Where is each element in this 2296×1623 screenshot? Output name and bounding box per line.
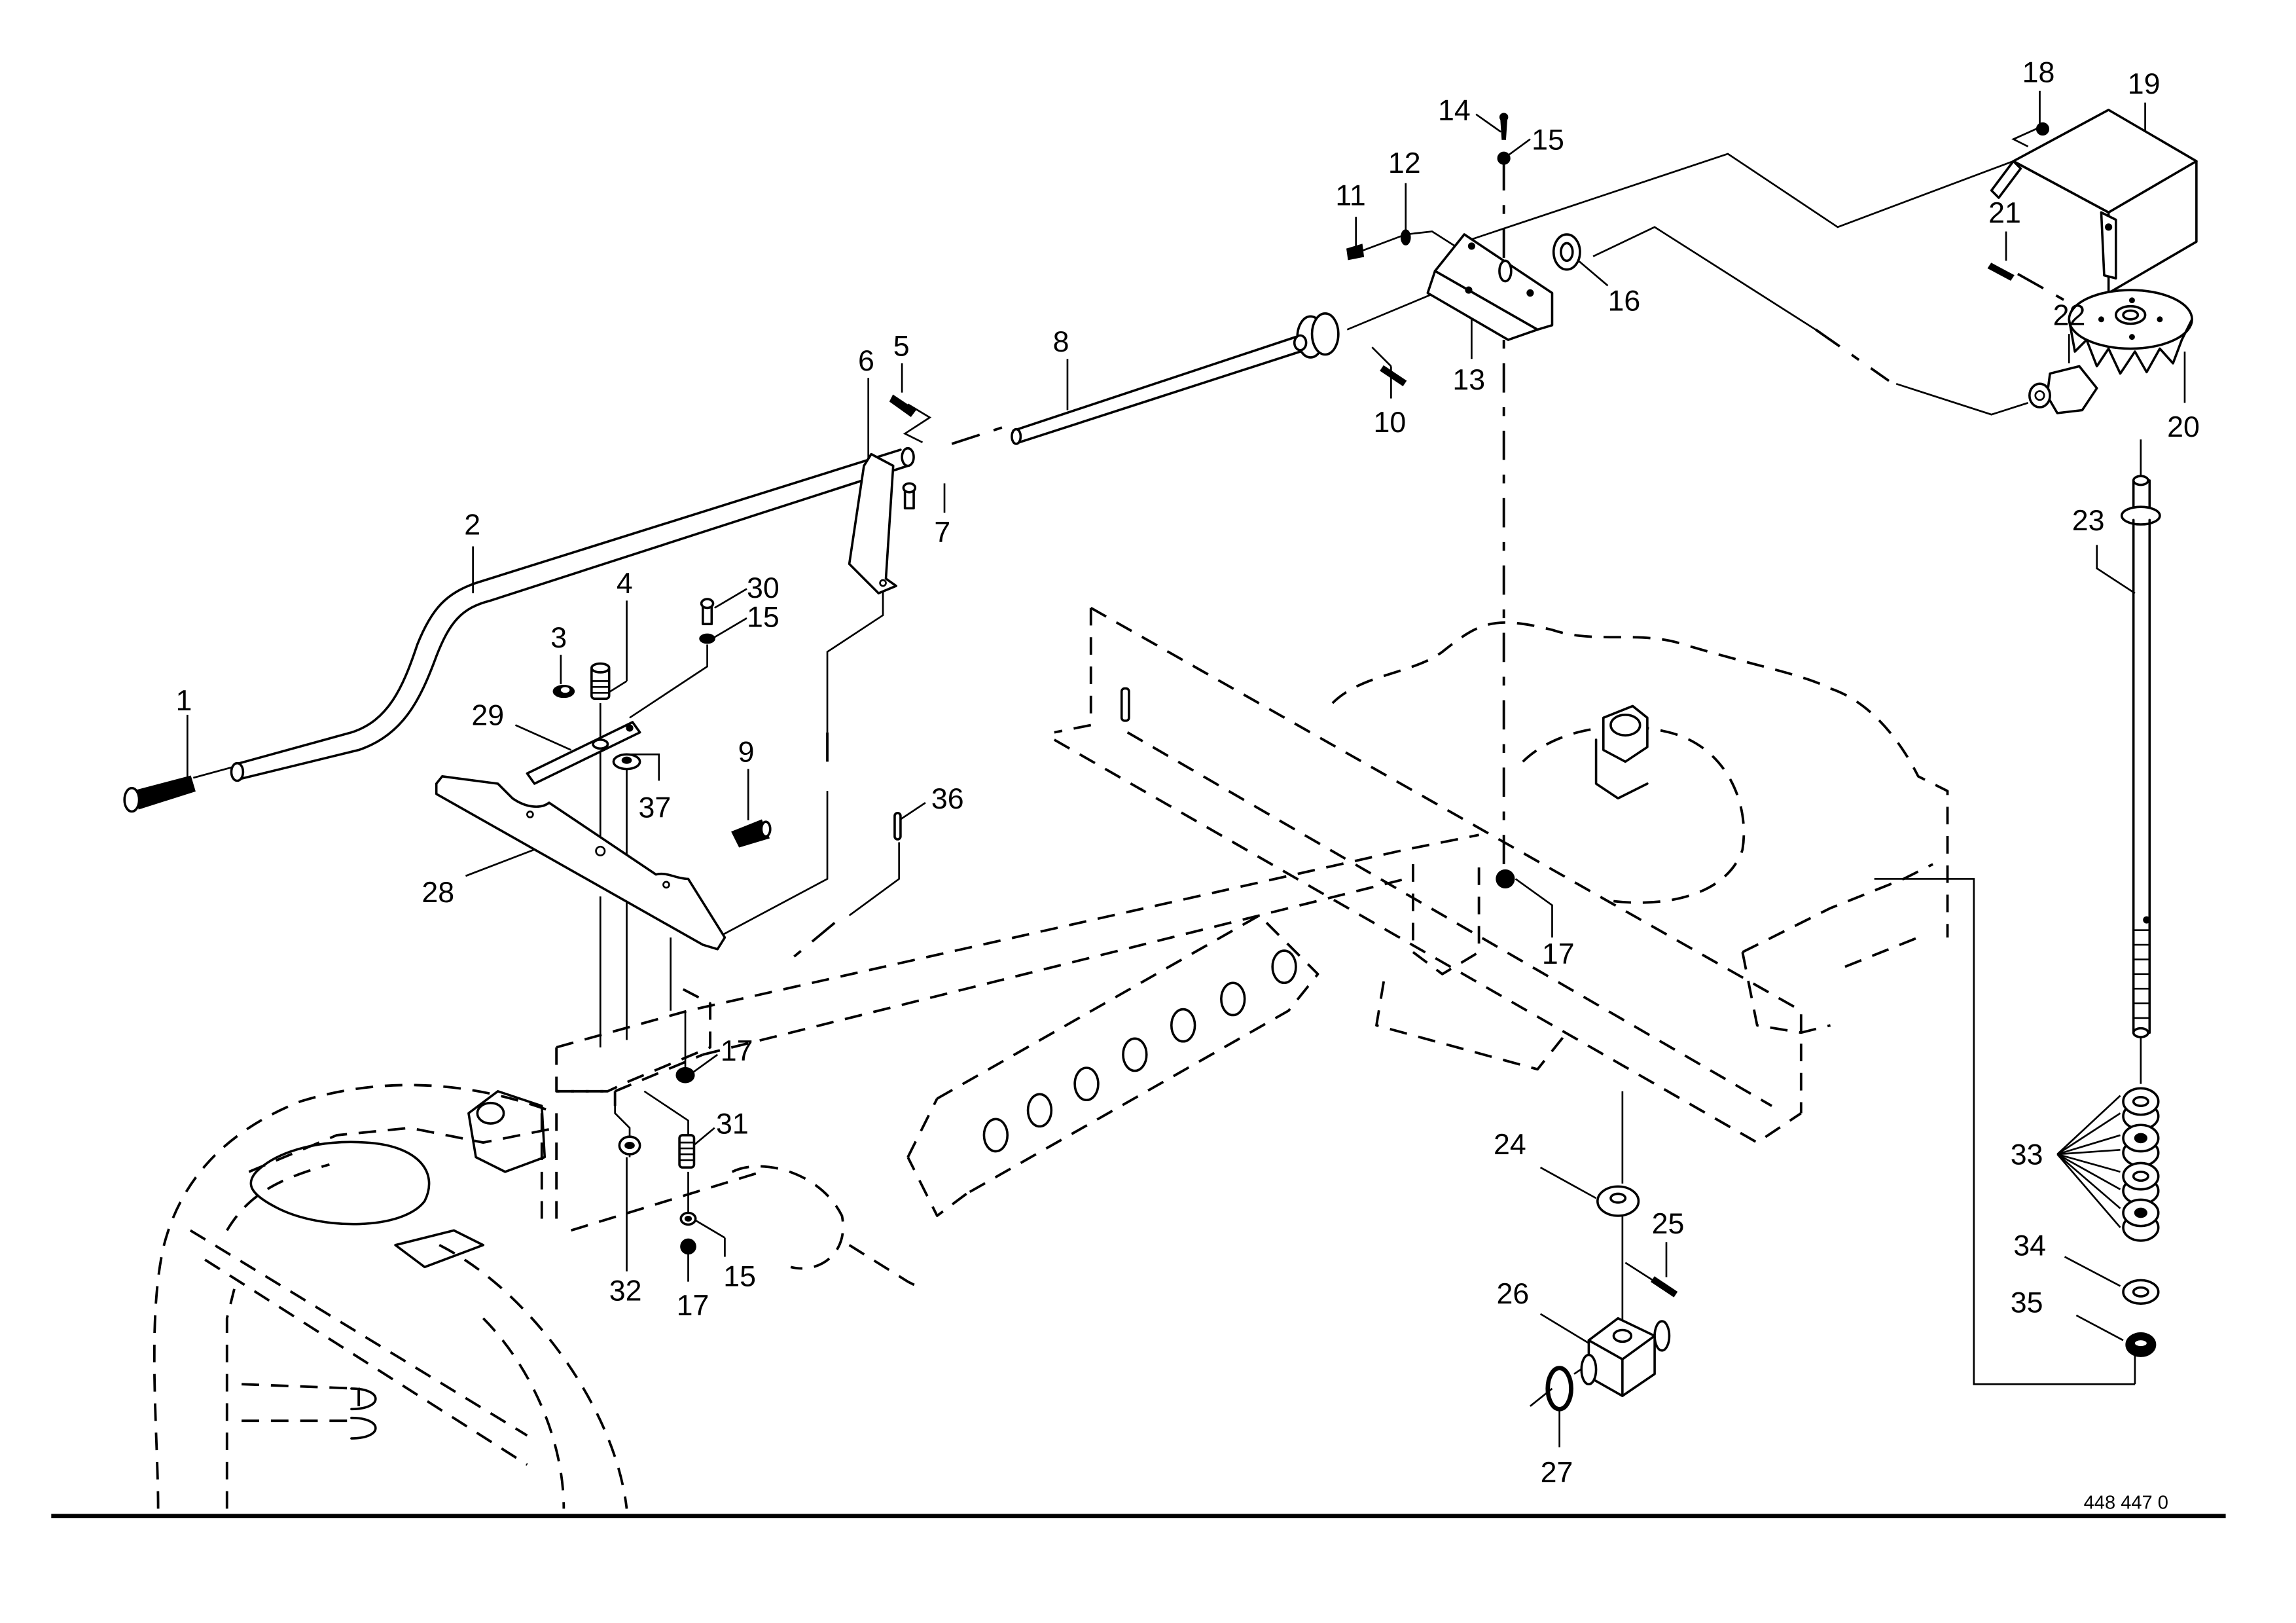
callout-20: 20 xyxy=(2167,410,2200,443)
callout-13: 13 xyxy=(1452,363,1485,396)
part-15-washer-upper-left[interactable] xyxy=(699,633,715,644)
callout-21: 21 xyxy=(1988,196,2021,229)
callout-14: 14 xyxy=(1438,94,1471,127)
part-12-washer[interactable] xyxy=(1400,229,1411,246)
callout-17-upper: 17 xyxy=(721,1034,753,1067)
callout-30: 30 xyxy=(747,572,780,604)
callout-34: 34 xyxy=(2013,1229,2046,1262)
part-14-screw[interactable] xyxy=(1499,113,1509,140)
callout-36: 36 xyxy=(931,782,964,815)
callout-1: 1 xyxy=(175,684,192,717)
part-18-nut[interactable] xyxy=(2036,122,2050,136)
callout-27: 27 xyxy=(1541,1456,1573,1489)
callout-9: 9 xyxy=(738,735,755,768)
callout-29: 29 xyxy=(471,699,504,732)
part-32-nut[interactable] xyxy=(618,1135,641,1156)
part-25-pin[interactable] xyxy=(1651,1276,1678,1298)
part-21-pin[interactable] xyxy=(1987,263,2015,281)
part-35-nut[interactable] xyxy=(2125,1332,2157,1357)
callout-7: 7 xyxy=(934,516,950,549)
callout-15-upper-left: 15 xyxy=(747,601,780,634)
callout-5: 5 xyxy=(893,330,910,363)
part-9-spring[interactable] xyxy=(731,819,772,848)
part-4-bolt[interactable] xyxy=(590,662,611,701)
machine-frame-outline xyxy=(152,606,1949,1509)
part-16-washer[interactable] xyxy=(1552,233,1581,271)
callout-15-lower: 15 xyxy=(723,1260,756,1292)
part-29-link-plate[interactable] xyxy=(526,721,641,785)
part-19-cover[interactable] xyxy=(1990,109,2198,295)
part-24-washer[interactable] xyxy=(1596,1185,1640,1217)
callout-31: 31 xyxy=(716,1108,749,1140)
part-37-washer[interactable] xyxy=(612,753,641,771)
callout-35: 35 xyxy=(2011,1286,2043,1319)
callout-16: 16 xyxy=(1607,284,1640,317)
parts xyxy=(123,109,2198,1412)
part-13-angle-bracket[interactable] xyxy=(1426,233,1554,341)
callout-15-top: 15 xyxy=(1532,123,1564,156)
part-30-bolt[interactable] xyxy=(700,598,715,625)
callout-12: 12 xyxy=(1388,147,1421,179)
part-10-pin[interactable] xyxy=(1380,365,1407,387)
part-34-washer[interactable] xyxy=(2122,1279,2160,1305)
callout-37: 37 xyxy=(638,791,671,824)
callout-24: 24 xyxy=(1494,1128,1526,1161)
part-7-bolt[interactable] xyxy=(902,482,917,510)
part-31-spring[interactable] xyxy=(678,1134,696,1169)
part-15-washer-lower[interactable] xyxy=(679,1211,697,1226)
part-26-block[interactable] xyxy=(1580,1317,1671,1397)
callout-11: 11 xyxy=(1335,179,1365,211)
part-22-coupling[interactable] xyxy=(2028,365,2098,414)
part-1-hand-grip[interactable] xyxy=(123,775,196,813)
callout-28: 28 xyxy=(422,876,454,909)
part-36-pin[interactable] xyxy=(893,811,902,841)
callout-25: 25 xyxy=(1652,1207,1685,1240)
callout-3: 3 xyxy=(550,621,567,654)
callout-4: 4 xyxy=(617,567,633,600)
part-20-gear[interactable] xyxy=(2068,289,2193,375)
drawing-number: 448 447 0 xyxy=(2084,1492,2168,1513)
part-5-screw[interactable] xyxy=(889,394,916,417)
callout-33: 33 xyxy=(2011,1139,2043,1171)
part-28-plate[interactable] xyxy=(435,775,726,951)
part-23-long-shaft[interactable] xyxy=(2120,475,2161,1038)
part-3-nut[interactable] xyxy=(552,684,575,699)
leader-lines xyxy=(187,90,2186,1448)
part-11-screw[interactable] xyxy=(1346,244,1365,261)
perforation-holes xyxy=(982,949,1297,1153)
part-17-nut-center[interactable] xyxy=(1496,869,1515,888)
callout-8: 8 xyxy=(1053,325,1069,358)
callout-19: 19 xyxy=(2128,67,2161,100)
assembly-lines xyxy=(192,125,2142,1407)
part-15-washer-top[interactable] xyxy=(1497,151,1511,165)
callout-26: 26 xyxy=(1496,1277,1529,1310)
callout-2: 2 xyxy=(464,509,480,541)
callout-32: 32 xyxy=(609,1275,642,1307)
callout-6: 6 xyxy=(858,344,874,377)
callout-18: 18 xyxy=(2022,56,2055,88)
callout-17-center: 17 xyxy=(1542,938,1575,970)
part-6-bracket[interactable] xyxy=(848,452,897,594)
part-17-nut-lower[interactable] xyxy=(680,1238,696,1255)
callout-10: 10 xyxy=(1374,406,1407,439)
part-17-nut-upper[interactable] xyxy=(675,1067,695,1084)
callout-labels: 1 2 3 4 5 6 7 8 9 10 11 12 13 14 15 15 1… xyxy=(175,56,2199,1489)
callout-17-lower: 17 xyxy=(677,1289,709,1322)
part-27-ring[interactable] xyxy=(1545,1366,1573,1412)
callout-22: 22 xyxy=(2053,299,2086,332)
part-33-washer-stack[interactable] xyxy=(2122,1087,2160,1242)
callout-23: 23 xyxy=(2072,504,2105,537)
part-2-lever-rod[interactable] xyxy=(230,447,915,782)
part-8-shaft[interactable] xyxy=(1011,312,1340,445)
